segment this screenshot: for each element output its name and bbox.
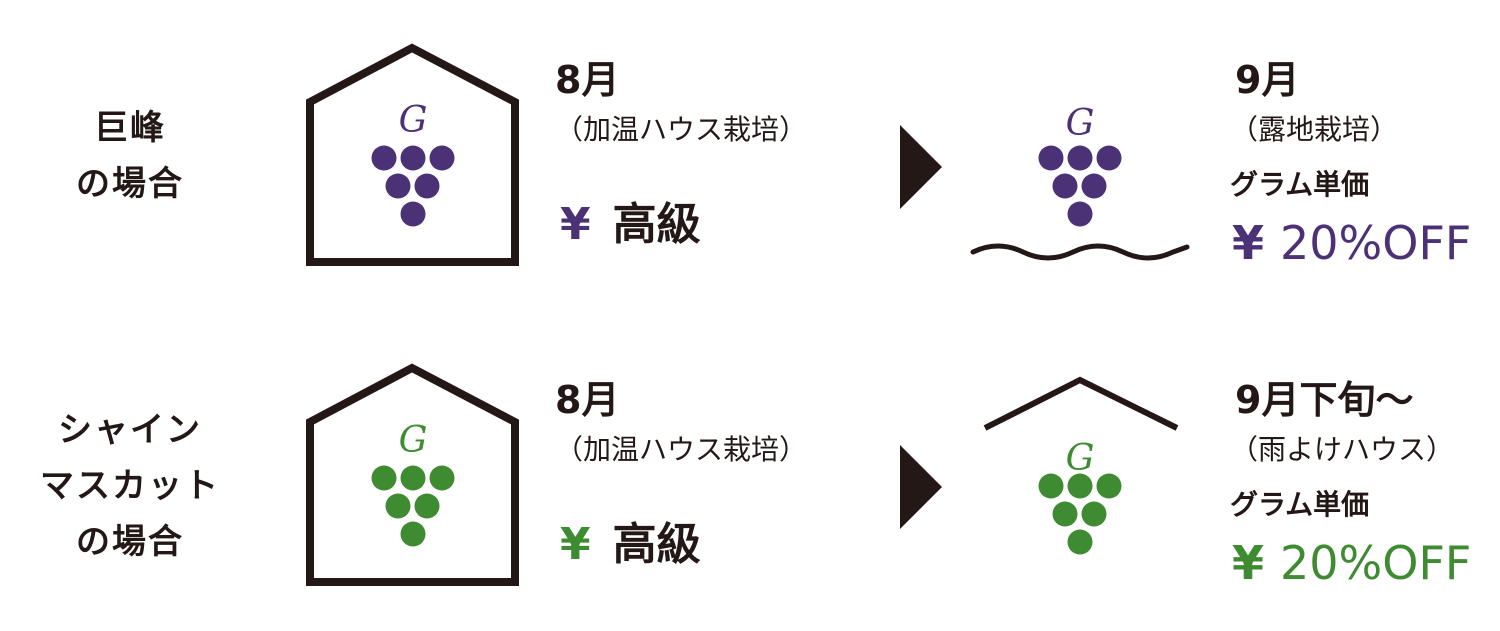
svg-text:G: G [1066, 438, 1095, 479]
greenhouse-icon: G [306, 363, 519, 586]
right-month: 9月 [1235, 58, 1300, 102]
arrow-right-icon [900, 445, 942, 529]
grape-icon: G [371, 100, 455, 227]
yen-symbol: ¥ [1232, 216, 1265, 270]
svg-text:G: G [399, 100, 428, 141]
right-month: 9月下旬～ [1235, 378, 1414, 422]
price-label: 高級 [612, 199, 701, 250]
unit-price-label: グラム単価 [1230, 168, 1370, 201]
right-method: （露地栽培） [1230, 113, 1399, 146]
left-price: ¥ 高級 [560, 195, 701, 255]
discount-price: ¥20%OFF [1232, 212, 1471, 274]
shine-muscat-row: シャイン マスカット の場合 G 8月 （加温ハウス栽培） ¥ 高級 G 9月下旬… [0, 320, 1500, 620]
discount-label: 20%OFF [1280, 536, 1472, 590]
kyoho-row: 巨峰 の場合 G 8月 （加温ハウス栽培） ¥ 高級 G 9月 （露地栽培） グラ… [0, 0, 1500, 300]
roof-line [983, 376, 1179, 431]
row-label: 巨峰 の場合 [76, 108, 184, 204]
left-method: （加温ハウス栽培） [555, 433, 808, 466]
unit-price-label: グラム単価 [1230, 488, 1370, 521]
grape-icon: G [1038, 438, 1122, 555]
svg-text:G: G [1066, 103, 1095, 144]
rain-shelter-icon: G [983, 376, 1179, 555]
row-label: シャイン マスカット の場合 [40, 410, 220, 562]
greenhouse-icon: G [306, 43, 519, 266]
yen-symbol: ¥ [560, 519, 591, 570]
price-label: 高級 [612, 519, 701, 570]
discount-price: ¥20%OFF [1232, 532, 1471, 594]
right-method: （雨よけハウス） [1230, 433, 1455, 466]
left-price: ¥ 高級 [560, 515, 701, 575]
left-method: （加温ハウス栽培） [555, 113, 808, 146]
yen-symbol: ¥ [1232, 536, 1265, 590]
svg-text:G: G [399, 420, 428, 461]
open-field-icon: G [970, 103, 1190, 261]
arrow-right-icon [900, 125, 942, 209]
grape-icon: G [371, 420, 455, 547]
yen-symbol: ¥ [560, 199, 591, 250]
discount-label: 20%OFF [1280, 216, 1472, 270]
grape-icon: G [1038, 103, 1122, 227]
ground-wave [970, 243, 1190, 261]
left-month: 8月 [555, 378, 620, 422]
left-month: 8月 [555, 58, 620, 102]
